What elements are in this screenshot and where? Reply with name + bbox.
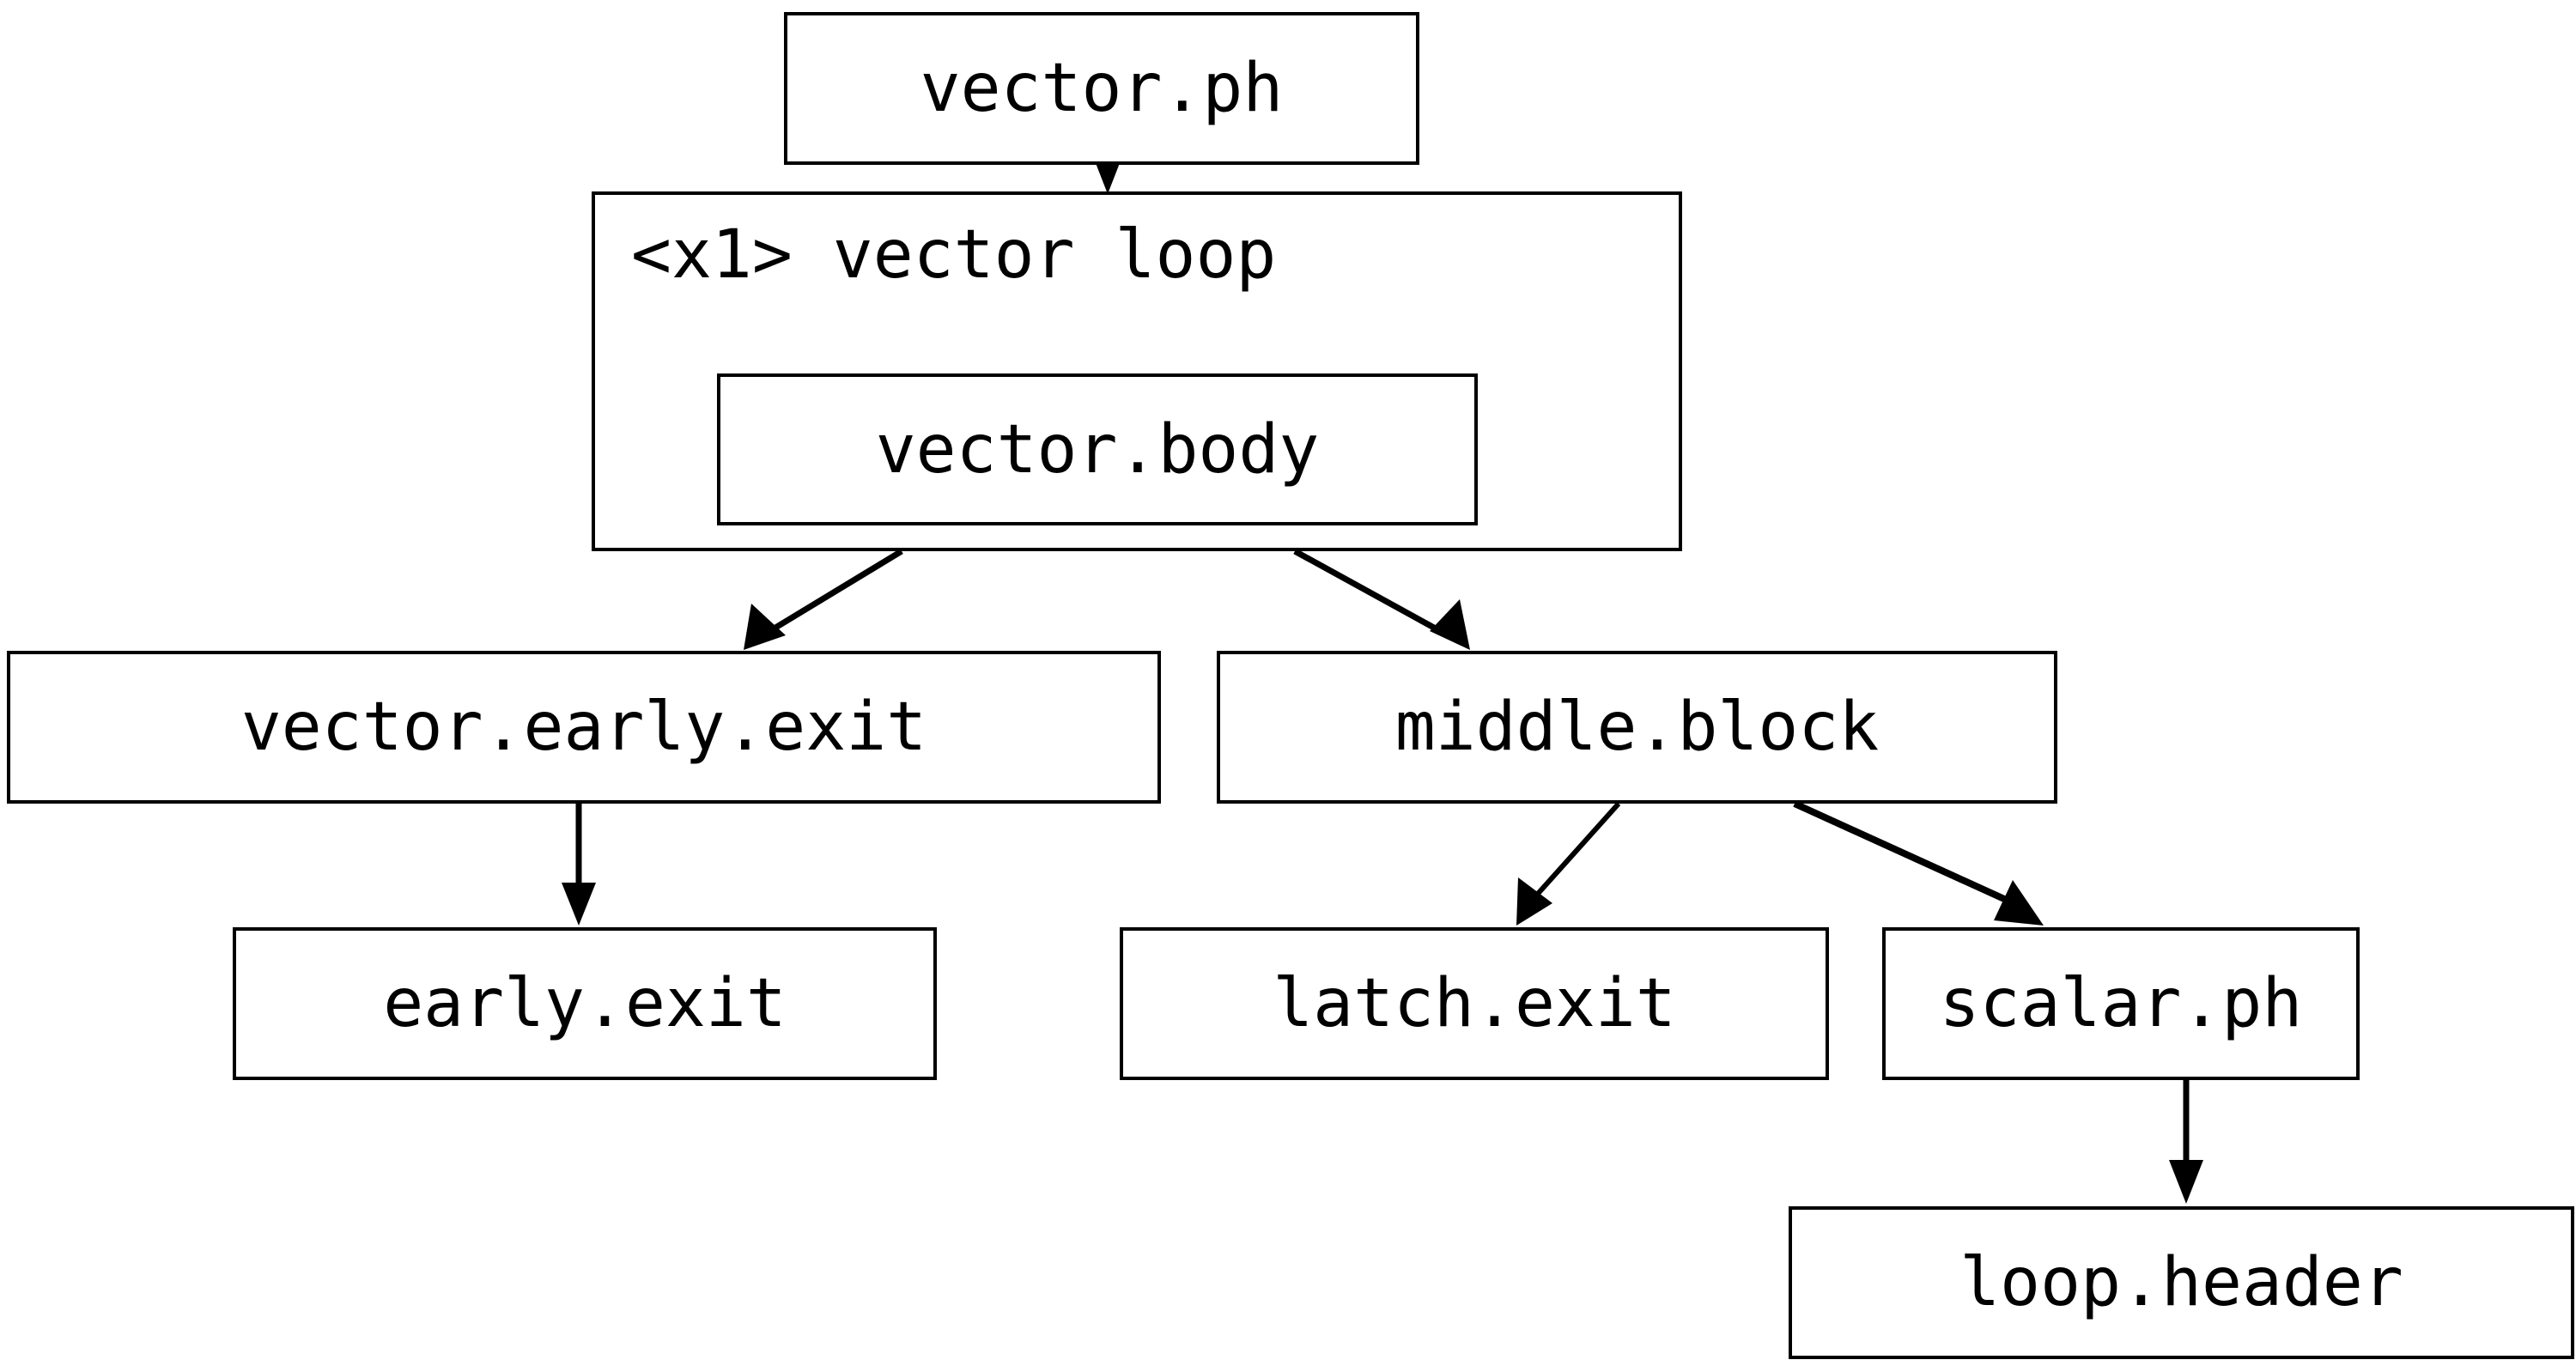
- node-middle-block[interactable]: middle.block: [1217, 651, 2057, 804]
- node-vector-early-exit-label: vector.early.exit: [240, 689, 927, 766]
- node-vector-body-label: vector.body: [875, 410, 1320, 489]
- edge-scalar-ph-to-loop-header: [2169, 1080, 2203, 1204]
- node-scalar-ph[interactable]: scalar.ph: [1882, 927, 2360, 1080]
- edge-middle-block-to-latch-exit: [1516, 801, 1621, 926]
- node-scalar-ph-label: scalar.ph: [1939, 965, 2303, 1042]
- node-loop-header[interactable]: loop.header: [1789, 1206, 2574, 1359]
- edge-vector-loop-to-middle-block: [1293, 548, 1470, 650]
- node-middle-block-label: middle.block: [1394, 689, 1880, 766]
- node-early-exit-label: early.exit: [383, 965, 787, 1042]
- node-vector-ph[interactable]: vector.ph: [784, 12, 1419, 165]
- edge-middle-block-to-scalar-ph: [1793, 800, 2044, 926]
- node-latch-exit-label: latch.exit: [1273, 965, 1676, 1042]
- node-latch-exit[interactable]: latch.exit: [1120, 927, 1829, 1080]
- edge-vector-ph-to-vector-loop: [1096, 163, 1120, 194]
- node-vector-early-exit[interactable]: vector.early.exit: [7, 651, 1161, 804]
- node-vector-ph-label: vector.ph: [920, 50, 1284, 127]
- node-early-exit[interactable]: early.exit: [233, 927, 937, 1080]
- cluster-vector-loop-label: <x1> vector loop: [631, 216, 1277, 294]
- node-loop-header-label: loop.header: [1959, 1244, 2403, 1321]
- edge-vector-early-exit-to-early-exit: [562, 804, 596, 926]
- node-vector-body[interactable]: vector.body: [717, 373, 1478, 525]
- edge-vector-loop-to-vector-early-exit: [744, 549, 903, 650]
